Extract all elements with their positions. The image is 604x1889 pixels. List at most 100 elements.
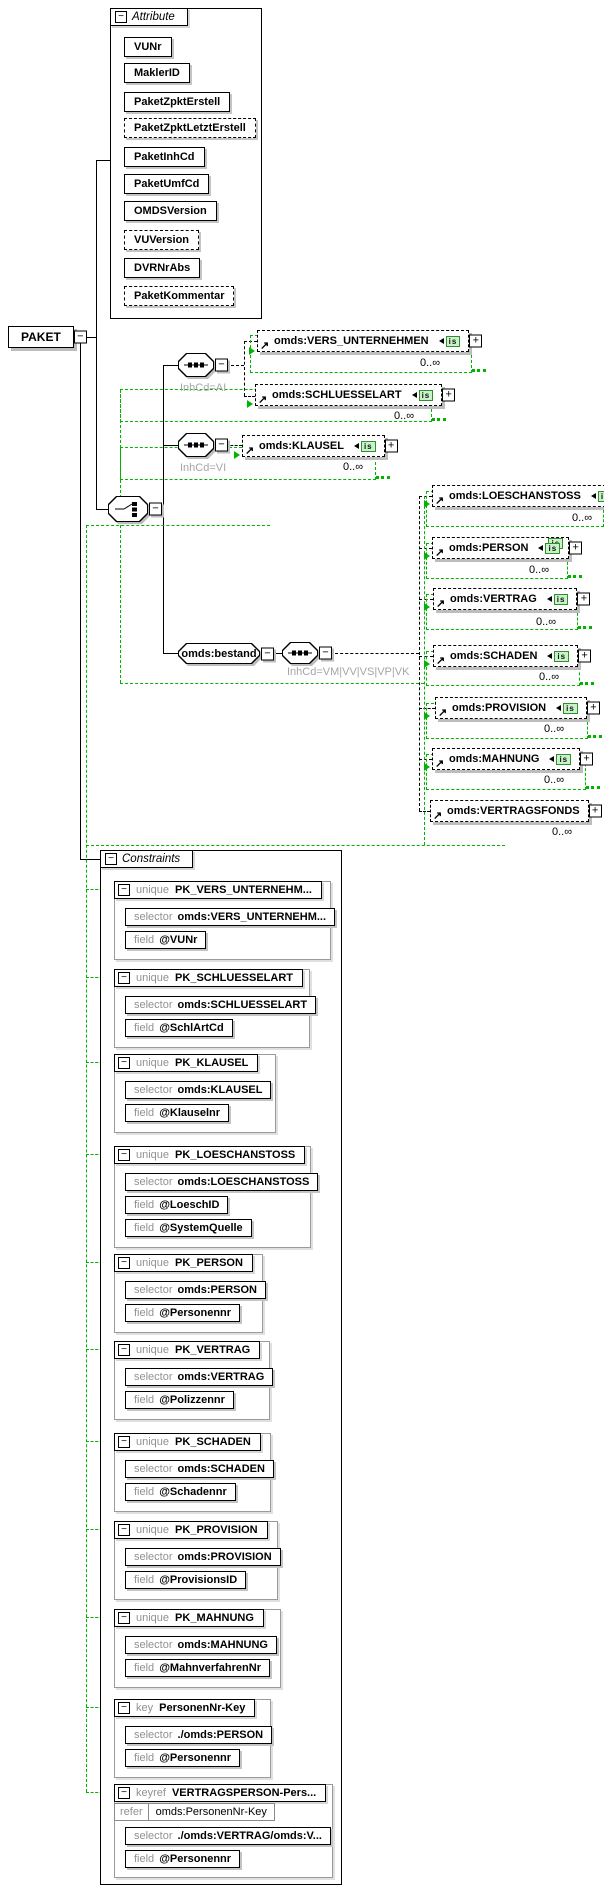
element-paket[interactable]: PAKET − (8, 326, 87, 348)
constraint-selector[interactable]: selector omds:LOESCHANSTOSS (125, 1173, 319, 1191)
collapse-icon[interactable]: − (215, 358, 228, 372)
constraint-pk-person[interactable]: − unique PK_PERSON selector omds:PERSON … (114, 1254, 266, 1333)
collapse-icon[interactable]: − (118, 1612, 130, 1624)
constraint-kind: unique (136, 1257, 170, 1269)
attribute-vunr[interactable]: VUNr (124, 37, 172, 57)
expand-icon[interactable]: + (580, 752, 594, 766)
collapse-icon[interactable]: − (149, 502, 162, 516)
constraint-refer: refer omds:PersonenNr-Key (114, 1803, 275, 1821)
element-name: omds:SCHADEN (450, 650, 538, 662)
element-vers-unternehmen[interactable]: ↗ omds:VERS_UNTERNEHMEN is + (257, 330, 483, 352)
constraint-pk-provision[interactable]: − unique PK_PROVISION selector omds:PROV… (114, 1521, 281, 1600)
collapse-icon[interactable]: − (73, 330, 87, 344)
constraint-pk-schluesselart[interactable]: − unique PK_SCHLUESSELART selector omds:… (114, 969, 317, 1048)
constraint-personennr-key[interactable]: − key PersonenNr-Key selector ./omds:PER… (114, 1699, 273, 1778)
collapse-icon[interactable]: − (105, 853, 117, 865)
constraint-selector[interactable]: selector ./omds:PERSON (125, 1726, 273, 1744)
constraint-field[interactable]: field @LoeschID (125, 1196, 229, 1214)
expand-icon[interactable]: + (578, 649, 592, 663)
element-klausel[interactable]: ↗ omds:KLAUSEL is + (242, 435, 398, 457)
attribute-paketinhcd[interactable]: PaketInhCd (124, 147, 205, 167)
constraint-selector[interactable]: selector ./omds:VERTRAG/omds:V... (125, 1827, 331, 1845)
constraint-field[interactable]: field @VUNr (125, 931, 207, 949)
collapse-icon[interactable]: − (115, 11, 127, 23)
constraint-pk-schaden[interactable]: − unique PK_SCHADEN selector omds:SCHADE… (114, 1433, 274, 1512)
sequence-connector-ai[interactable]: − (178, 353, 228, 377)
element-provision[interactable]: ↗ omds:PROVISION is + (435, 697, 600, 719)
expand-icon[interactable]: + (384, 439, 398, 453)
constraint-selector[interactable]: selector omds:PROVISION (125, 1548, 281, 1566)
tree-line (96, 509, 108, 510)
attribute-maklerid[interactable]: MaklerID (124, 63, 190, 83)
attribute-omdsversion[interactable]: OMDSVersion (124, 201, 217, 221)
constraint-field[interactable]: field @SystemQuelle (125, 1219, 252, 1237)
constraint-field[interactable]: field @Personennr (125, 1304, 241, 1322)
constraint-field[interactable]: field @ProvisionsID (125, 1571, 247, 1589)
collapse-icon[interactable]: − (118, 1787, 130, 1799)
constraint-vertragsperson-keyref[interactable]: − keyref VERTRAGSPERSON-Pers... refer om… (114, 1784, 333, 1878)
constraint-name: PK_PROVISION (175, 1524, 258, 1536)
sequence-connector-vi[interactable]: − (178, 433, 228, 457)
attribute-paketkommentar[interactable]: PaketKommentar (124, 286, 235, 306)
constraint-field[interactable]: field @Personennr (125, 1850, 241, 1868)
expand-icon[interactable]: + (569, 541, 583, 555)
attribute-paketzpkterstell[interactable]: PaketZpktErstell (124, 92, 231, 112)
selector-keyword: selector (134, 999, 173, 1011)
constraint-selector[interactable]: selector omds:MAHNUNG (125, 1636, 277, 1654)
collapse-icon[interactable]: − (118, 1702, 130, 1714)
constraint-field[interactable]: field @Klauselnr (125, 1104, 230, 1122)
collapse-icon[interactable]: − (118, 1344, 130, 1356)
element-bestand[interactable]: omds:bestand − (178, 643, 274, 664)
collapse-icon[interactable]: − (118, 1524, 130, 1536)
collapse-icon[interactable]: − (118, 1257, 130, 1269)
sequence-connector-bestand[interactable]: − (282, 642, 332, 664)
attribute-paketumfcd[interactable]: PaketUmfCd (124, 174, 210, 194)
occurrence-label: 0..∞ (539, 671, 560, 683)
attribute-vuversion[interactable]: VUVersion (124, 230, 200, 250)
element-schluesselart[interactable]: ↗ omds:SCHLUESSELART is + (255, 384, 456, 406)
constraint-selector[interactable]: selector omds:PERSON (125, 1281, 266, 1299)
element-person[interactable]: ↗ omds:PERSON is is + (432, 537, 583, 559)
constraint-pk-klausel[interactable]: − unique PK_KLAUSEL selector omds:KLAUSE… (114, 1054, 276, 1133)
constraint-field[interactable]: field @Schadennr (125, 1483, 236, 1501)
expand-icon[interactable]: + (588, 804, 602, 818)
constraint-selector[interactable]: selector omds:SCHLUESSELART (125, 996, 317, 1014)
element-loeschanstoss[interactable]: ↗ omds:LOESCHANSTOSS is + (432, 485, 604, 507)
choice-connector[interactable]: − (108, 496, 162, 522)
collapse-icon[interactable]: − (118, 1149, 130, 1161)
reference-arrow-icon: ↗ (245, 445, 255, 457)
expand-icon[interactable]: + (469, 334, 483, 348)
expand-icon[interactable]: + (577, 592, 591, 606)
constraint-pk-loeschanstoss[interactable]: − unique PK_LOESCHANSTOSS selector omds:… (114, 1146, 319, 1248)
constraint-selector[interactable]: selector omds:KLAUSEL (125, 1081, 272, 1099)
selector-keyword: selector (134, 1371, 173, 1383)
constraint-field[interactable]: field @Personennr (125, 1749, 241, 1767)
tree-line (163, 445, 178, 446)
collapse-icon[interactable]: − (118, 1057, 130, 1069)
collapse-icon[interactable]: − (215, 438, 228, 452)
collapse-icon[interactable]: − (118, 972, 130, 984)
selection-stub (86, 1617, 112, 1618)
collapse-icon[interactable]: − (319, 646, 332, 660)
constraint-selector[interactable]: selector omds:VERTRAG (125, 1368, 274, 1386)
collapse-icon[interactable]: − (118, 884, 130, 896)
constraint-field[interactable]: field @SchlArtCd (125, 1019, 233, 1037)
element-name: PAKET (21, 330, 61, 344)
element-vertragsfonds[interactable]: ↗ omds:VERTRAGSFONDS + (430, 800, 602, 822)
element-schaden[interactable]: ↗ omds:SCHADEN is + (433, 645, 592, 667)
collapse-icon[interactable]: − (118, 1436, 130, 1448)
constraint-selector[interactable]: selector omds:VERS_UNTERNEHM... (125, 908, 336, 926)
attribute-dvrnrabs[interactable]: DVRNrAbs (124, 258, 201, 278)
collapse-icon[interactable]: − (261, 647, 274, 660)
constraint-pk-vertrag[interactable]: − unique PK_VERTRAG selector omds:VERTRA… (114, 1341, 274, 1420)
constraint-pk-mahnung[interactable]: − unique PK_MAHNUNG selector omds:MAHNUN… (114, 1609, 281, 1688)
constraint-selector[interactable]: selector omds:SCHADEN (125, 1460, 274, 1478)
attribute-paketzpktletzterstell[interactable]: PaketZpktLetztErstell (124, 118, 256, 138)
constraint-field[interactable]: field @MahnverfahrenNr (125, 1659, 270, 1677)
expand-icon[interactable]: + (442, 388, 456, 402)
element-vertrag[interactable]: ↗ omds:VERTRAG is + (433, 588, 591, 610)
constraint-field[interactable]: field @Polizzennr (125, 1391, 234, 1409)
expand-icon[interactable]: + (586, 701, 600, 715)
constraint-pk-vers-unternehmen[interactable]: − unique PK_VERS_UNTERNEHM... selector o… (114, 881, 336, 960)
element-mahnung[interactable]: ↗ omds:MAHNUNG is + (432, 748, 594, 770)
